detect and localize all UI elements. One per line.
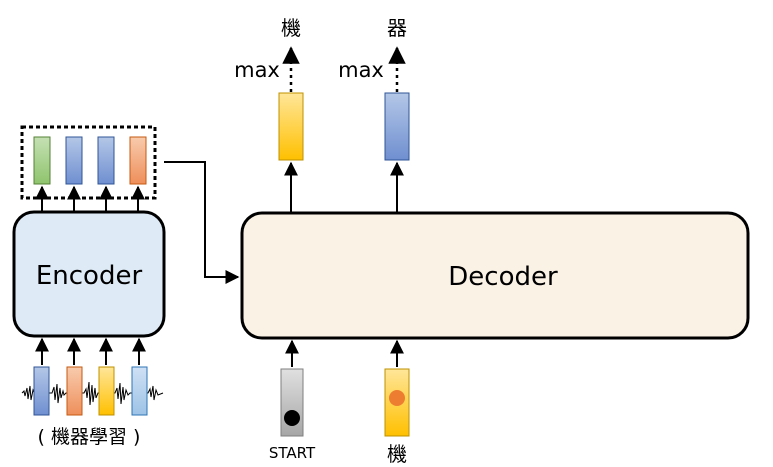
encoder: Encoder: [12, 210, 166, 338]
output-token-2: 器: [387, 16, 407, 40]
encoder-label: Encoder: [36, 261, 143, 291]
encoder-output-vector-4: [129, 136, 147, 185]
output-token-1: 機: [281, 16, 301, 40]
decoder-input-start: START: [269, 339, 316, 462]
encoder-input-arrows: [35, 337, 146, 365]
encoder-output-vector-3: [97, 136, 115, 185]
decoder-box: [240, 211, 750, 340]
input-token-dot-2: [389, 390, 405, 406]
encoder-output-vector-2: [65, 136, 83, 185]
encoder-output-group: [20, 125, 157, 200]
input-caption: ( 機器學習 ): [38, 426, 141, 448]
decoder-input-2: 機: [384, 339, 410, 466]
encoder-output-dashed-box: [20, 125, 157, 200]
encoder-box: [12, 210, 166, 338]
encoder-output-vector-1: [33, 136, 51, 185]
audio-input: [21, 366, 164, 416]
max-label-2: max: [338, 58, 384, 82]
input-vector-4: [131, 366, 148, 416]
decoder: Decoder: [240, 211, 750, 340]
encoder-to-decoder-arrow: [164, 161, 240, 284]
output-distribution-1: [278, 92, 304, 161]
start-label: START: [269, 444, 316, 462]
start-token-dot: [284, 410, 300, 426]
decoder-output-1: max 機: [234, 16, 304, 212]
decoder-input-label-2: 機: [387, 442, 407, 466]
input-vector-2: [66, 366, 83, 416]
decoder-output-2: max 器: [338, 16, 410, 212]
max-label-1: max: [234, 58, 280, 82]
encoder-output-arrows: [35, 185, 145, 212]
input-vector-3: [98, 366, 115, 416]
decoder-label: Decoder: [448, 262, 558, 292]
output-distribution-2: [384, 92, 410, 161]
input-vector-1: [33, 366, 50, 416]
